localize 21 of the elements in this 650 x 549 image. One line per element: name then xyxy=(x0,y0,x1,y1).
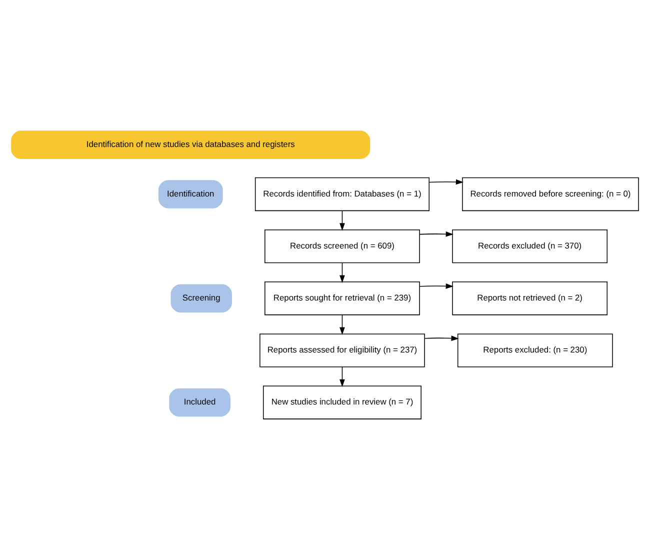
arrow xyxy=(428,178,464,184)
node-box: Reports not retrieved (n = 2) xyxy=(452,281,608,315)
arrow xyxy=(420,230,454,236)
node-box: Records screened (n = 609) xyxy=(264,228,420,263)
node-box: Identification of new studies via databases and registers xyxy=(11,130,370,158)
node-box: Identification xyxy=(158,180,223,208)
node-box: Screening xyxy=(170,284,232,312)
node-box: Records removed before screening: (n = 0) xyxy=(462,176,639,211)
node-box: Reports excluded: (n = 230) xyxy=(457,333,613,367)
node-box: Records identified from: Databases (n = 1) xyxy=(254,176,430,211)
node-box: Reports assessed for eligibility (n = 237) xyxy=(260,333,425,367)
arrow xyxy=(424,335,459,340)
arrow xyxy=(340,366,345,386)
arrow xyxy=(340,262,345,282)
node-box: Records excluded (n = 370) xyxy=(452,228,608,263)
node-box: Reports sought for retrieval (n = 239) xyxy=(264,281,420,315)
arrow xyxy=(340,210,345,230)
arrow xyxy=(340,314,345,334)
arrow xyxy=(420,282,454,288)
node-box: New studies included in review (n = 7) xyxy=(262,385,422,419)
node-box: Included xyxy=(169,388,230,416)
